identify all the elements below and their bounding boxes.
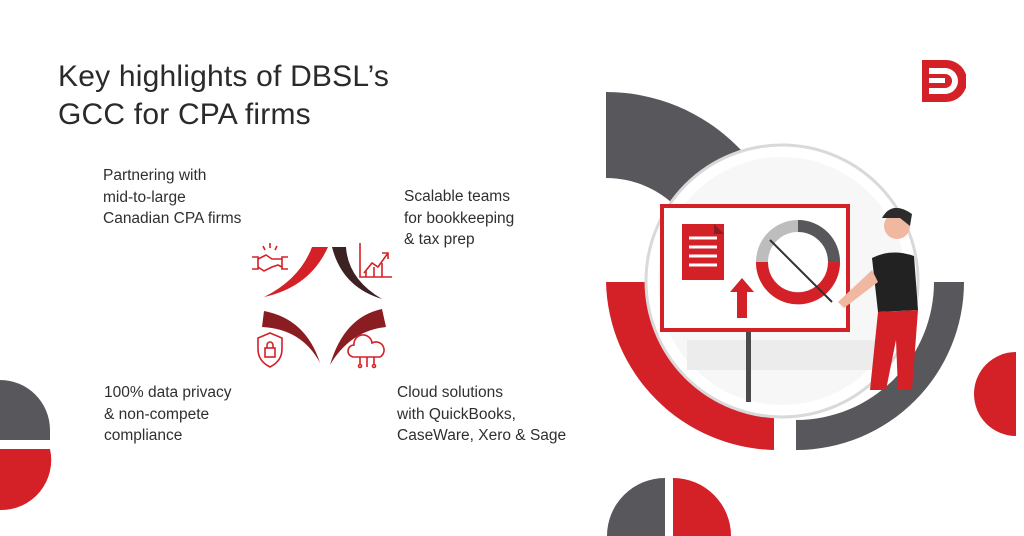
dbsl-logo-icon — [922, 60, 966, 102]
shield-lock-icon — [257, 332, 283, 368]
cloud-icon — [347, 334, 385, 369]
left-arc-red — [0, 449, 52, 511]
feature-scalable-teams: Scalable teams for bookkeeping & tax pre… — [404, 186, 514, 251]
page-title: Key highlights of DBSL’s GCC for CPA fir… — [58, 58, 389, 134]
person-body — [872, 252, 918, 312]
presentation-illustration — [644, 143, 920, 419]
petal-bottom-left — [262, 311, 320, 363]
petal-top-right — [332, 247, 382, 299]
handshake-icon — [252, 243, 288, 272]
left-arc-gray — [0, 380, 50, 440]
feature-canadian-cpa-firms: Partnering with mid-to-large Canadian CP… — [103, 165, 241, 230]
title-line-1: Key highlights of DBSL’s — [58, 60, 390, 93]
feature-line: for bookkeeping — [404, 209, 515, 227]
feature-data-privacy: 100% data privacy & non-compete complian… — [104, 382, 232, 447]
up-arrow-icon — [730, 278, 754, 318]
title-line-2: GCC for CPA firms — [58, 98, 311, 131]
feature-line: & non-compete — [104, 405, 210, 423]
feature-line: Cloud solutions — [397, 384, 503, 401]
feature-line: Canadian CPA firms — [103, 210, 242, 227]
growth-chart-icon — [359, 243, 392, 278]
feature-line: CaseWare, Xero & Sage — [397, 427, 567, 444]
bottom-arc-gray — [607, 478, 665, 536]
feature-line: mid-to-large — [103, 188, 186, 206]
feature-line: Partnering with — [103, 167, 207, 184]
right-arc-red — [974, 352, 1016, 436]
feature-line: Scalable teams — [404, 188, 510, 205]
feature-line: with QuickBooks, — [397, 405, 516, 423]
petal-top-left — [264, 247, 328, 297]
central-star-emblem — [252, 243, 392, 369]
feature-cloud-solutions: Cloud solutions with QuickBooks, CaseWar… — [397, 382, 566, 447]
petal-bottom-right — [330, 309, 386, 365]
feature-line: compliance — [104, 427, 183, 444]
feature-line: & tax prep — [404, 231, 475, 248]
ring-right-gray — [796, 282, 964, 450]
bottom-arc-red — [673, 478, 731, 536]
feature-line: 100% data privacy — [104, 384, 232, 401]
